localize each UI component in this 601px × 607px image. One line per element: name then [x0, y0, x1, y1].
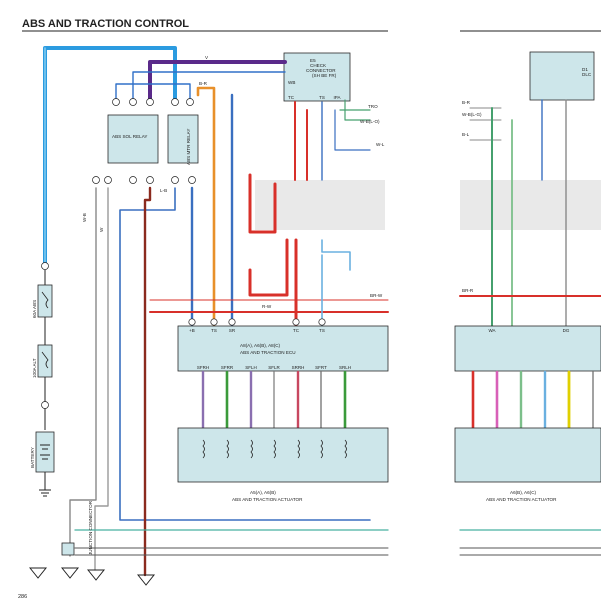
wire-l-thin — [132, 71, 286, 103]
abs-sol-relay-box — [107, 114, 159, 164]
ground-icon-battery — [39, 489, 51, 497]
check-connector-desc1: CHECK — [310, 63, 327, 68]
right-actuator-name: ABS AND TRACTION ACTUATOR — [486, 497, 557, 502]
actuator-coils — [202, 439, 347, 459]
actuator-name: ABS AND TRACTION ACTUATOR — [232, 497, 303, 502]
wire-label-lb: L-B — [160, 188, 167, 193]
battery-cells — [40, 444, 50, 460]
wire-v-purple — [148, 60, 287, 104]
ecu-actuator-wires — [201, 370, 347, 430]
wire-green-2 — [344, 99, 371, 121]
check-connector-pin-ipa: IPA — [334, 95, 341, 100]
wire-red-lower — [248, 238, 289, 297]
wire-label-wbl: W-B(L-O) — [360, 119, 380, 124]
svg-text:SRRH: SRRH — [292, 365, 305, 370]
wire-l-ipa — [334, 109, 371, 151]
fuse-alt-link — [41, 351, 49, 369]
wire-gray-w — [94, 187, 109, 571]
right-actuator-box — [454, 427, 601, 483]
abs-sol-relay-label: ABS SOL RELAY — [112, 134, 148, 139]
fuse-abs-box — [37, 284, 53, 318]
right-label-br: B-R — [462, 100, 471, 105]
svg-text:SFLR: SFLR — [268, 365, 280, 370]
abs-mtr-relay-label: ABS MTR RELAY — [186, 129, 191, 165]
wire-label-w: W — [99, 227, 104, 232]
junction-connector-box — [61, 542, 75, 556]
fuse-alt-label: 100A ALT — [32, 358, 37, 378]
right-ecu-actuator-wires — [471, 370, 594, 430]
battery-label: BATTERY — [30, 447, 35, 468]
check-connector-pin-tc: TC — [288, 95, 295, 100]
ecu-top-terminals — [188, 318, 326, 326]
check-connector-box — [283, 52, 351, 102]
wire-label-br: B-R — [199, 81, 208, 86]
ecu-pin-2: TS — [211, 328, 217, 333]
svg-text:SFRR: SFRR — [221, 365, 234, 370]
wire-lb-return — [119, 187, 371, 521]
actuator-box — [177, 427, 389, 483]
wire-gray-wb — [69, 187, 97, 557]
fuse-abs-link — [41, 291, 49, 309]
right-label-wbl: W-B(L-G) — [462, 112, 482, 117]
ecu-codes: A8(A), A6(B), A8(C) — [240, 343, 281, 348]
wire-lightblue-1 — [321, 239, 351, 271]
right-actuator-codes: A6(B), A6(C) — [510, 490, 537, 495]
battery-node — [41, 401, 49, 409]
check-connector-wb: WB — [288, 80, 295, 85]
check-connector-pin-ts: TS — [319, 95, 325, 100]
right-ecu-box — [454, 325, 601, 372]
connector-block-right — [460, 180, 601, 230]
svg-text:SFRH: SFRH — [197, 365, 209, 370]
dlc-box — [529, 51, 595, 101]
ecu-pin-4: TC — [293, 328, 300, 333]
right-label-bl: B-L — [462, 132, 470, 137]
wire-label-wb: W-B — [82, 213, 87, 222]
right-ecu-pin-dg: DG — [563, 328, 570, 333]
wire-red-loop — [248, 173, 277, 234]
fuse-alt-box — [37, 344, 53, 378]
fuse-abs-label: 60A ABS — [32, 300, 37, 318]
wire-l-loop — [115, 83, 191, 103]
svg-text:SFRT: SFRT — [315, 365, 327, 370]
junction-connector-label: JUNCTION CONNECTOR — [88, 500, 93, 555]
ecu-name: ABS AND TRACTION ECU — [240, 350, 296, 355]
connector-block-left — [255, 180, 385, 230]
wire-label-wl: W-L — [376, 142, 385, 147]
svg-text:SFLH: SFLH — [245, 365, 257, 370]
wire-darkred — [143, 186, 152, 577]
ecu-top-pins: +B TS SR TC TS — [189, 328, 325, 333]
ecu-pin-5: TS — [319, 328, 325, 333]
dlc-id: D1 — [582, 67, 588, 72]
check-connector-id: E5 — [310, 58, 316, 63]
ecu-box — [177, 325, 389, 372]
wire-label-rw: R-W — [262, 304, 272, 309]
check-connector-desc2: CONNECTOR — [306, 68, 336, 73]
check-connector-tag: (SH BE FR) — [312, 73, 337, 78]
wire-label-tro: TRO — [368, 104, 378, 109]
dlc-desc: DLC — [582, 72, 592, 77]
svg-text:SRLH: SRLH — [339, 365, 351, 370]
actuator-codes: A5(A), A6(B) — [250, 490, 276, 495]
right-label-brr: BR-R — [462, 288, 474, 293]
abs-mtr-relay-box — [167, 114, 199, 164]
ecu-bottom-pins: SFRH SFRR SFLH SFLR SRRH SFRT SRLH — [197, 365, 351, 370]
wire-label-brw: BR-W — [370, 293, 383, 298]
fuse-node-top — [41, 262, 49, 270]
wire-label-v: V — [205, 55, 209, 60]
relay-terminals-top — [92, 98, 196, 184]
ground-icons-bottom — [28, 567, 156, 586]
wire-orange-br — [196, 86, 216, 328]
battery-box — [35, 431, 55, 473]
ecu-pin-1: +B — [189, 328, 195, 333]
page-number: 286 — [18, 594, 27, 600]
page-title: ABS AND TRACTION CONTROL — [22, 18, 189, 30]
ecu-pin-3: SR — [229, 328, 236, 333]
right-ecu-pin-wa: WA — [488, 328, 495, 333]
